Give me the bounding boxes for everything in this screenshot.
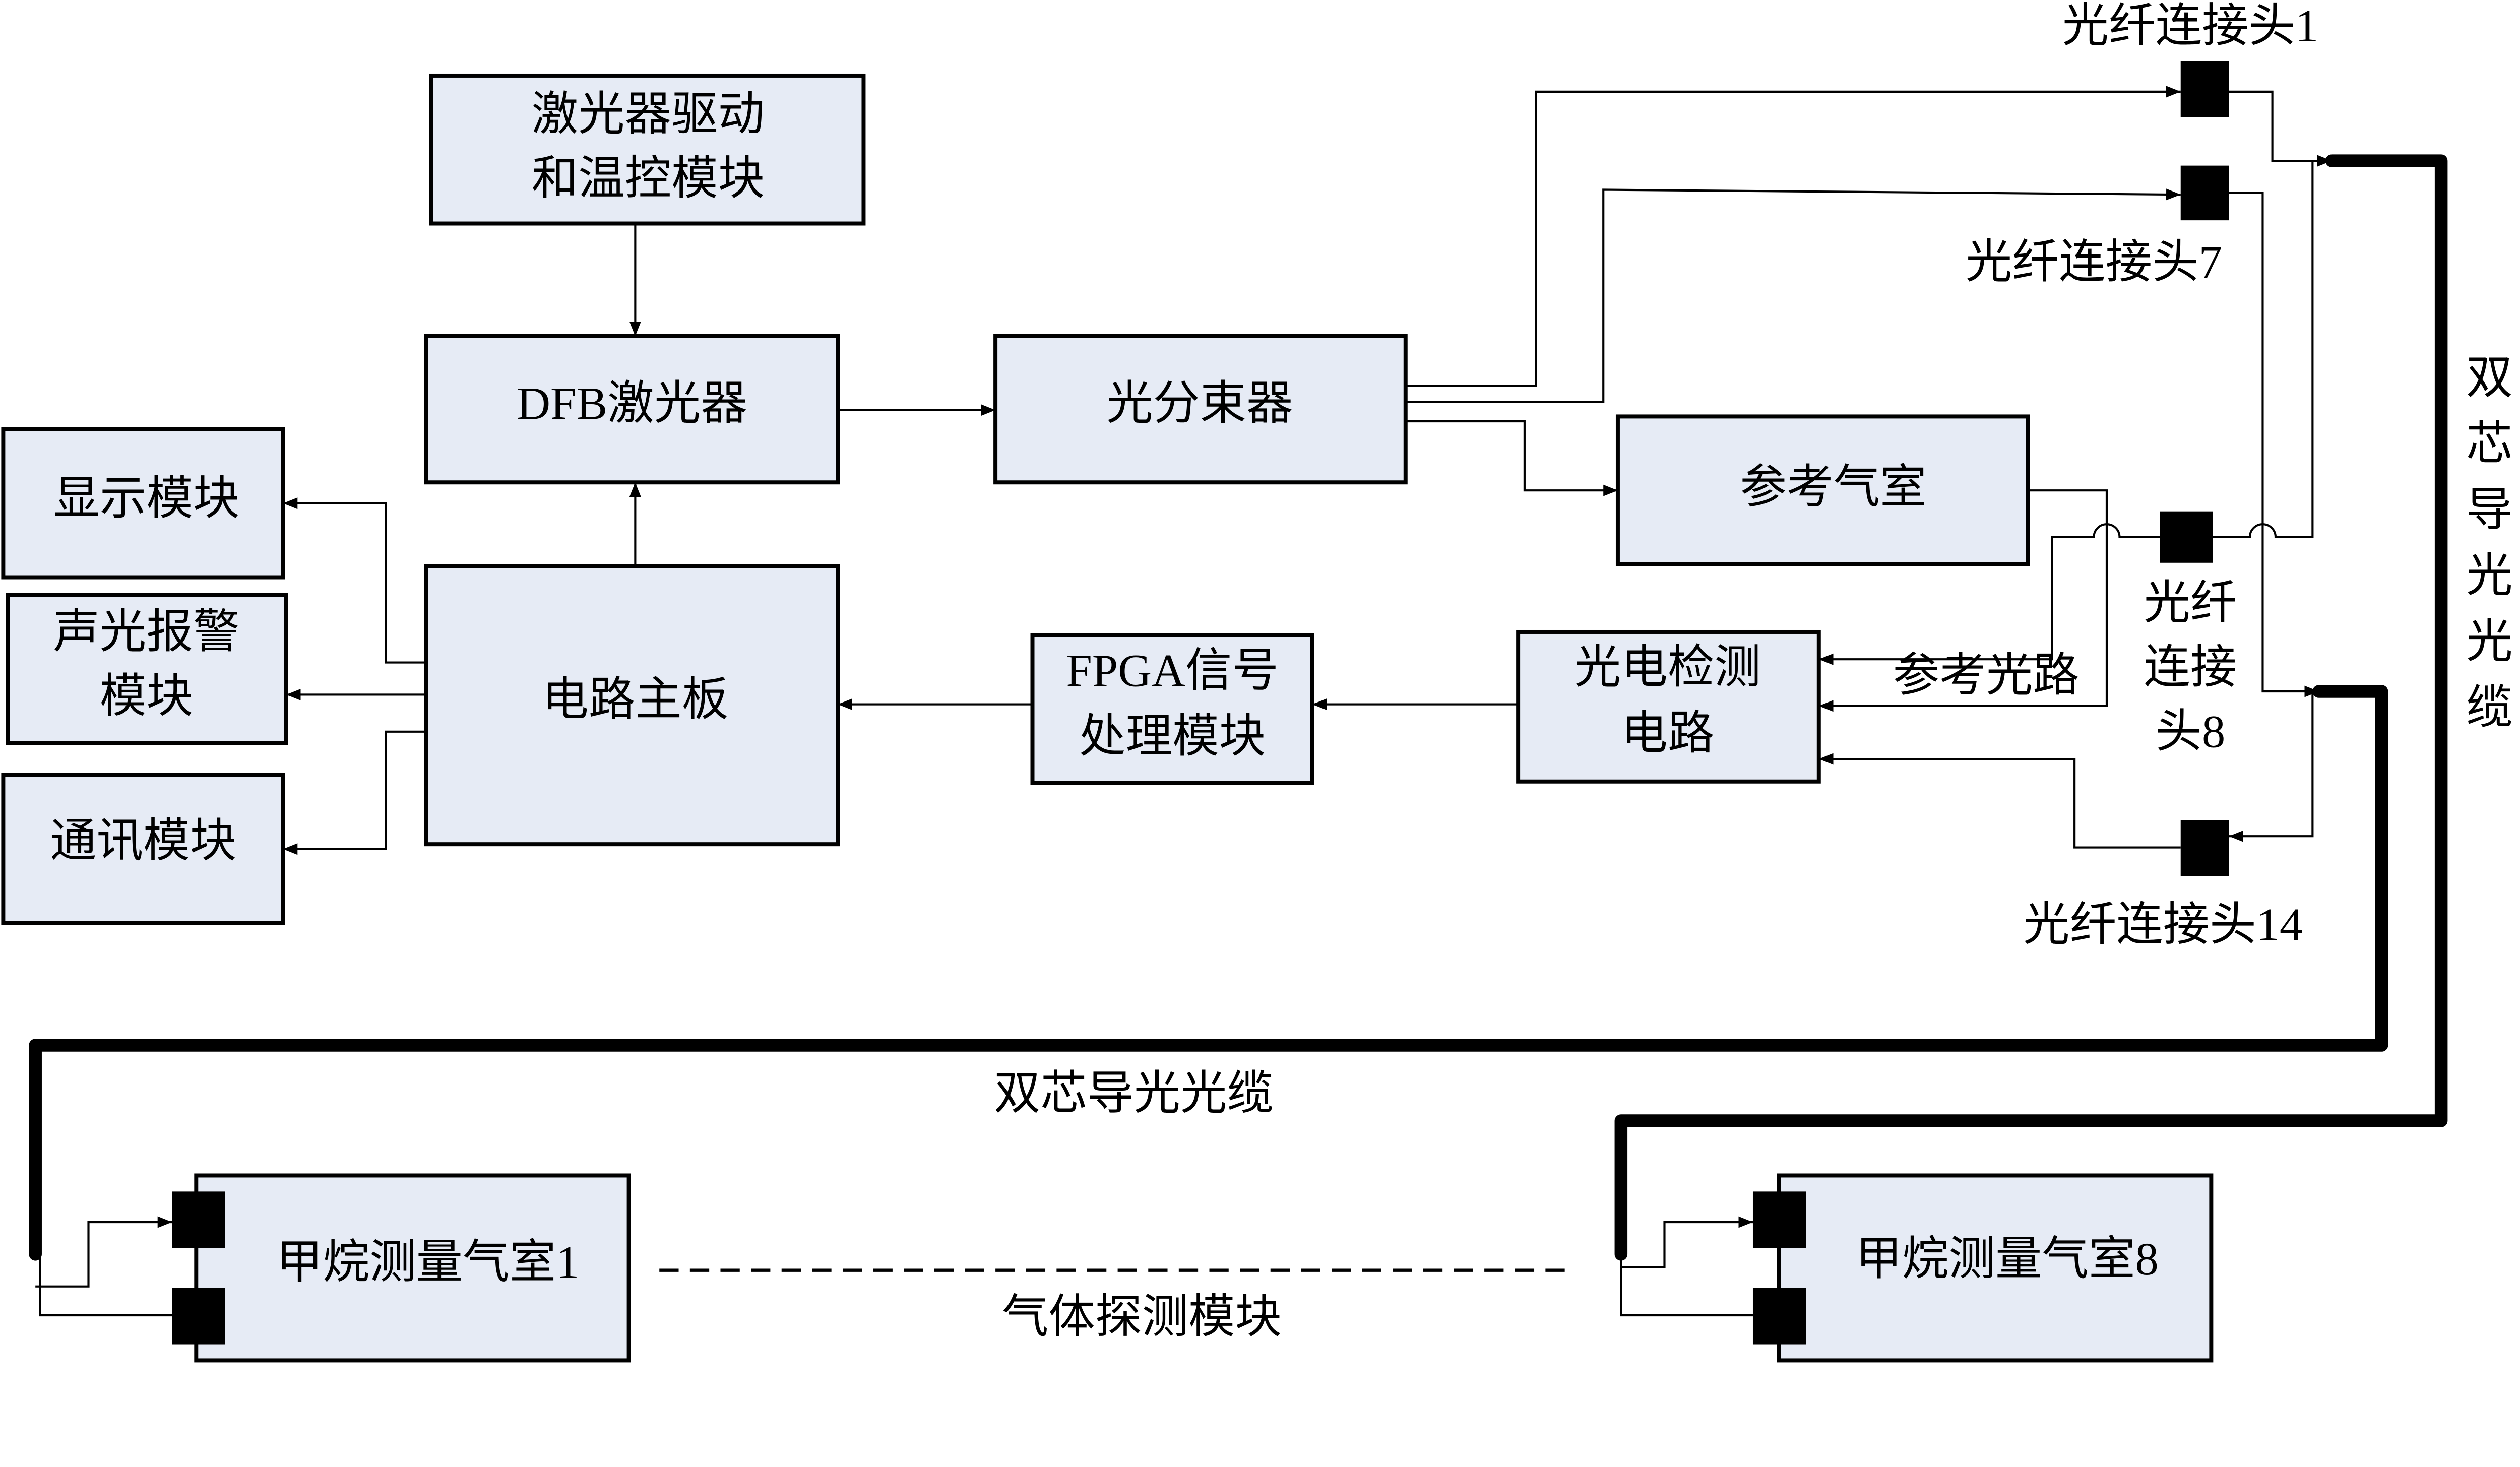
connector-1-label: 光纤连接头1 bbox=[2062, 1, 2318, 52]
beam-splitter-block: 光分束器 bbox=[993, 334, 1408, 485]
main-board-block: 电路主板 bbox=[424, 564, 840, 847]
alarm-block: 声光报警 模块 bbox=[6, 593, 288, 745]
cell-8-connector-in bbox=[1752, 1191, 1806, 1248]
cable-vertical-char: 光 bbox=[2466, 616, 2513, 668]
fpga-block: FPGA信号 处理模块 bbox=[1030, 633, 1314, 785]
dfb-laser-block: DFB激光器 bbox=[424, 334, 840, 485]
gas-module-label: 气体探测模块 bbox=[1002, 1292, 1282, 1343]
main-board-label: 电路主板 bbox=[542, 674, 728, 726]
cell-1-connector-in bbox=[172, 1191, 225, 1248]
cable-vertical-char: 光 bbox=[2466, 550, 2513, 602]
gas-cell-8-block: 甲烷测量气室8 bbox=[1777, 1173, 2214, 1363]
reference-cell-label: 参考气室 bbox=[1740, 462, 1926, 514]
signal-lines bbox=[35, 86, 2332, 1317]
fiber-connector-14 bbox=[2180, 820, 2229, 876]
cell-1-connector-out bbox=[172, 1288, 225, 1345]
alarm-label-2: 模块 bbox=[100, 671, 193, 722]
system-block-diagram: 激光器驱动 和温控模块 DFB激光器 光分束器 参考气室 电路主板 FPGA信号… bbox=[1, 1, 2513, 1363]
connector-8-label-3: 头8 bbox=[2155, 707, 2225, 758]
fiber-connector-1 bbox=[2180, 61, 2229, 117]
fpga-label-1: FPGA信号 bbox=[1066, 645, 1279, 696]
photodetector-block: 光电检测 电路 bbox=[1516, 629, 1821, 784]
display-block: 显示模块 bbox=[1, 427, 285, 580]
display-label: 显示模块 bbox=[53, 473, 239, 525]
connector-7-label: 光纤连接头7 bbox=[1966, 237, 2222, 288]
gas-cell-8-label: 甲烷测量气室8 bbox=[1855, 1234, 2158, 1285]
connector-8-label-1: 光纤 bbox=[2144, 578, 2237, 629]
laser-driver-block: 激光器驱动 和温控模块 bbox=[429, 73, 866, 226]
cable-horizontal-label: 双芯导光光缆 bbox=[994, 1068, 1274, 1120]
cable-vertical-char: 双 bbox=[2466, 353, 2513, 404]
comm-label: 通讯模块 bbox=[50, 816, 236, 867]
cable-vertical-char: 导 bbox=[2466, 484, 2513, 536]
dual-core-cable-1 bbox=[1614, 154, 2448, 1261]
fpga-label-2: 处理模块 bbox=[1079, 711, 1266, 762]
fiber-connector-8 bbox=[2160, 511, 2213, 563]
dfb-laser-label: DFB激光器 bbox=[517, 378, 747, 430]
photodetector-label-2: 电路 bbox=[1621, 708, 1714, 759]
cell-8-connector-out bbox=[1752, 1288, 1806, 1345]
connector-14-label: 光纤连接头14 bbox=[2023, 900, 2303, 951]
photodetector-label-1: 光电检测 bbox=[1574, 642, 1761, 693]
gas-cell-1-block: 甲烷测量气室1 bbox=[194, 1173, 631, 1363]
dual-core-cable-2 bbox=[29, 685, 2388, 1261]
comm-block: 通讯模块 bbox=[1, 773, 285, 925]
connector-8-label-2: 连接 bbox=[2144, 642, 2237, 693]
gas-cell-1-label: 甲烷测量气室1 bbox=[276, 1237, 579, 1289]
reference-cell-block: 参考气室 bbox=[1615, 414, 2030, 566]
beam-splitter-label: 光分束器 bbox=[1106, 378, 1293, 430]
cable-vertical-char: 缆 bbox=[2466, 682, 2513, 734]
laser-driver-label-2: 和温控模块 bbox=[532, 153, 765, 205]
alarm-label-1: 声光报警 bbox=[53, 607, 239, 658]
cable-vertical-char: 芯 bbox=[2466, 418, 2513, 470]
laser-driver-label-1: 激光器驱动 bbox=[532, 89, 765, 140]
reference-path-label: 参考光路 bbox=[1893, 650, 2080, 701]
cable-vertical-label: 双 芯 导 光 光 缆 bbox=[2466, 353, 2513, 734]
fiber-connector-7 bbox=[2180, 165, 2229, 221]
